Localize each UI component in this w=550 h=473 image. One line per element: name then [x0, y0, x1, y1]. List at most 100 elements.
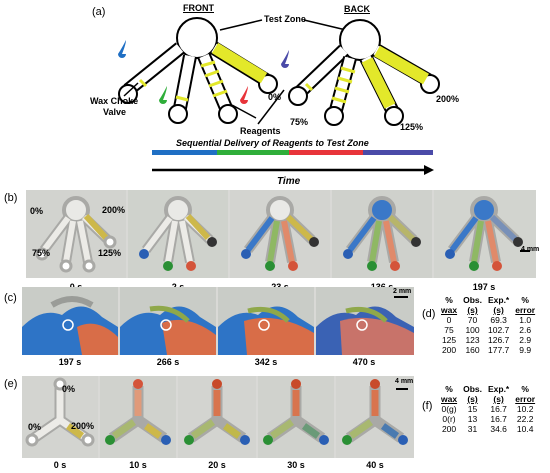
e-time-5: 40 s [366, 460, 384, 470]
cell: 1.0 [519, 315, 532, 325]
cell: 200 [441, 345, 457, 355]
photo-b-3 [230, 190, 330, 278]
th-obs-1: Obs. [463, 295, 482, 305]
cell: 125 [441, 335, 457, 345]
panel-b-photos [26, 190, 536, 278]
e-time-4: 30 s [287, 460, 305, 470]
photo-b-2 [128, 190, 228, 278]
th-exp-2: (s) [493, 305, 504, 315]
th-obs-2: (s) [467, 305, 478, 315]
cell: 69.3 [490, 315, 507, 325]
photo-c-2 [120, 287, 216, 355]
th-exp-2: (s) [493, 394, 504, 404]
th-err-1: % [521, 384, 529, 394]
panel-e-strip [22, 376, 414, 458]
cell: 2.9 [519, 335, 532, 345]
table-f-header-2: wax (s) (s) error [438, 394, 538, 404]
cell: 9.9 [519, 345, 532, 355]
panel-c-photos [22, 287, 414, 355]
panel-b-strip [26, 190, 536, 278]
cell: 16.7 [490, 414, 507, 424]
panel-b-label: (b) [4, 192, 18, 204]
photo-e-3 [178, 376, 256, 458]
panel-c-label: (c) [4, 292, 17, 304]
e-time-3: 20 s [208, 460, 226, 470]
cell: 10.2 [516, 404, 534, 414]
front-wax-valve-2 [175, 95, 189, 102]
back-wax-200 [374, 45, 429, 85]
cell: 126.7 [487, 335, 510, 345]
time-arrow-head [424, 165, 434, 175]
cell: 70 [467, 315, 478, 325]
table-d-header-1: % Obs. Exp.* % [438, 295, 538, 305]
b-time-5: 197 s [472, 282, 496, 292]
b-scale-bar: 4 mm [521, 246, 540, 253]
e-time-2: 10 s [129, 460, 147, 470]
cell: 22.2 [516, 414, 534, 424]
photo-e-2 [100, 376, 176, 458]
th-err-2: error [515, 394, 536, 404]
table-d: % Obs. Exp.* % wax (s) (s) error 0 70 69.3… [438, 295, 538, 355]
sequential-caption: Sequential Delivery of Reagents to Test … [176, 138, 369, 148]
table-d-header-2: wax (s) (s) error [438, 305, 538, 315]
th-wax-2: wax [441, 305, 458, 315]
cell: 15 [467, 404, 478, 414]
cell: 2.6 [519, 325, 532, 335]
back-pct-75: 75% [290, 117, 309, 127]
cell: 123 [465, 335, 480, 345]
blue-droplet-icon [118, 40, 126, 58]
cell: 0 [446, 315, 452, 325]
e-pct-0-left: 0% [28, 422, 42, 432]
sequence-red [289, 150, 363, 155]
c-time-3: 342 s [254, 357, 278, 367]
wax-valve-label-2: Valve [103, 107, 127, 117]
th-obs-1: Obs. [463, 384, 482, 394]
b-pct-0: 0% [30, 206, 44, 216]
cell: 31 [467, 424, 478, 434]
cell: 16.7 [490, 404, 507, 414]
c-time-2: 266 s [156, 357, 180, 367]
e-pct-200: 200% [71, 421, 95, 431]
cell: 34.6 [490, 424, 507, 434]
cell: 200 [441, 424, 457, 434]
annotation-arrows [123, 19, 347, 125]
green-droplet-icon [159, 86, 167, 104]
back-wax-0 [304, 82, 314, 92]
photo-b-5 [434, 190, 536, 278]
th-exp-1: Exp.* [487, 384, 510, 394]
c-time-4: 470 s [352, 357, 376, 367]
photo-b-1 [26, 190, 126, 278]
panel-c-strip [22, 287, 414, 355]
table-row: 75 100 102.7 2.6 [438, 325, 538, 335]
b-pct-200: 200% [102, 205, 126, 215]
cell: 100 [465, 325, 480, 335]
e-time-1: 0 s [53, 460, 67, 470]
red-droplet-icon [240, 86, 248, 104]
device-schematic [118, 17, 440, 175]
back-pct-200: 200% [436, 94, 460, 104]
back-pct-125: 125% [400, 122, 424, 132]
cell: 0(g) [441, 404, 457, 414]
cell: 75 [444, 325, 454, 335]
indigo-droplet-icon [281, 50, 289, 68]
panel-f-label: (f) [422, 400, 433, 412]
c-scale-bar: 2 mm [393, 288, 412, 295]
back-wax-75-stripes [331, 66, 356, 104]
photo-b-4 [332, 190, 432, 278]
wax-valve-label-1: Wax Choke [90, 96, 139, 106]
th-obs-2: (s) [467, 394, 478, 404]
th-err-2: error [515, 305, 536, 315]
th-wax-2: wax [441, 394, 458, 404]
sequence-indigo [363, 150, 433, 155]
th-wax-1: % [445, 384, 453, 394]
photo-e-4 [258, 376, 334, 458]
table-row: 125 123 126.7 2.9 [438, 335, 538, 345]
back-wax-125 [361, 57, 396, 109]
cell: 102.7 [487, 325, 510, 335]
table-row: 0 70 69.3 1.0 [438, 315, 538, 325]
c-time-1: 197 s [58, 357, 82, 367]
photo-e-5 [336, 376, 414, 458]
cell: 160 [465, 345, 480, 355]
